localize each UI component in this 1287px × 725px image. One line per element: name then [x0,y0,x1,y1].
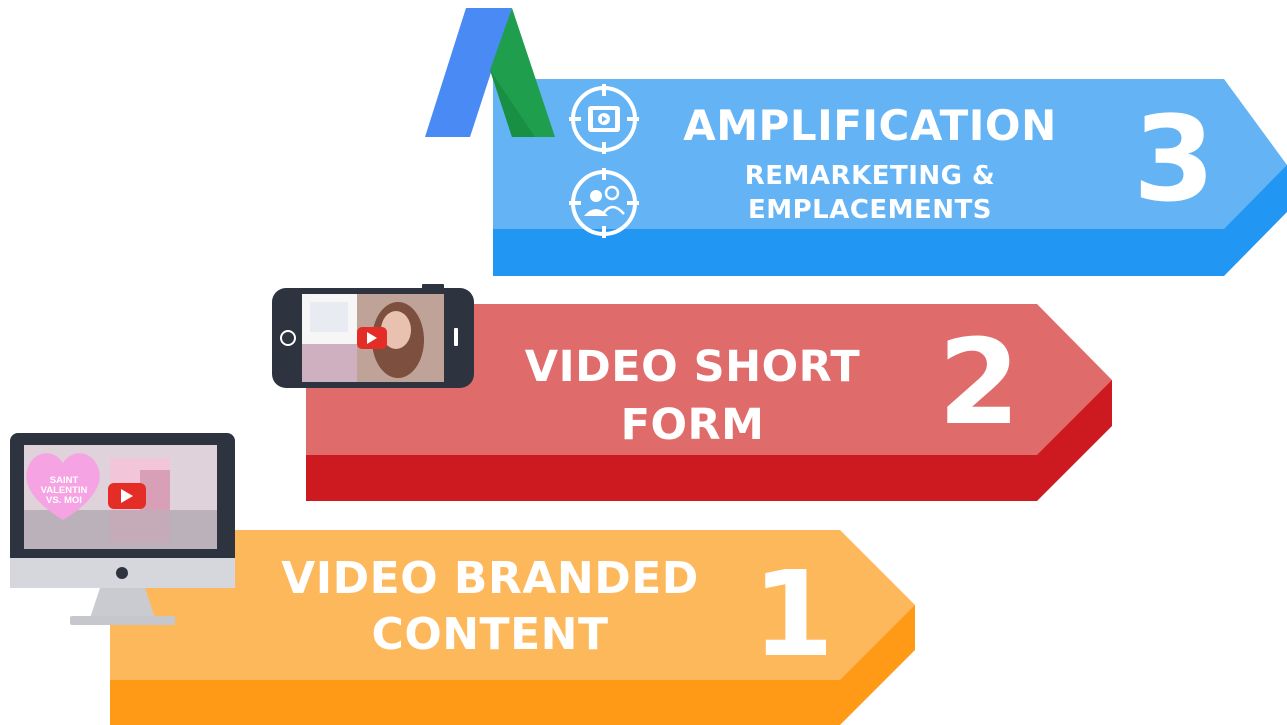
step-1-title-line1: VIDEO BRANDED [281,553,699,604]
step-3-subtitle: REMARKETING & EMPLACEMENTS [680,160,1060,228]
step-2-title-line1: VIDEO SHORT [524,342,861,392]
step-3-title: AMPLIFICATION [683,101,1057,150]
step-1-title: VIDEO BRANDED CONTENT [250,557,730,657]
video-overlay-line1: SAINT VALENTIN [40,475,88,496]
step-1-arrow-side [840,605,915,725]
step-3-arrow-front [493,229,1224,276]
step-2-number: 2 [938,313,1021,451]
step-3-subtitle-line1: REMARKETING & [744,161,996,191]
step-1-number: 1 [752,545,835,683]
step-1-arrow-top [110,530,915,680]
step-2-arrow-top [306,304,1112,455]
step-3-arrow-side [1224,165,1287,276]
video-overlay-text: SAINT VALENTIN VS. MOI [26,476,102,506]
step-3-number: 3 [1133,90,1216,228]
heart-icon [26,453,100,520]
step-2-title-line2: FORM [620,400,765,450]
audience-target-icon [569,168,639,238]
step-3-subtitle-line2: EMPLACEMENTS [747,194,993,225]
google-ads-logo-blue [425,8,512,137]
step-2-arrow-side [1037,380,1112,501]
step-3-arrow-top [493,79,1287,229]
step-2-title: VIDEO SHORT FORM [490,346,895,447]
step-1-arrow-front [110,680,840,725]
step-1-title-line2: CONTENT [371,609,609,660]
step-2-arrow-front [306,455,1037,501]
video-target-icon [569,84,639,154]
video-overlay-line2: VS. MOI [46,494,82,506]
